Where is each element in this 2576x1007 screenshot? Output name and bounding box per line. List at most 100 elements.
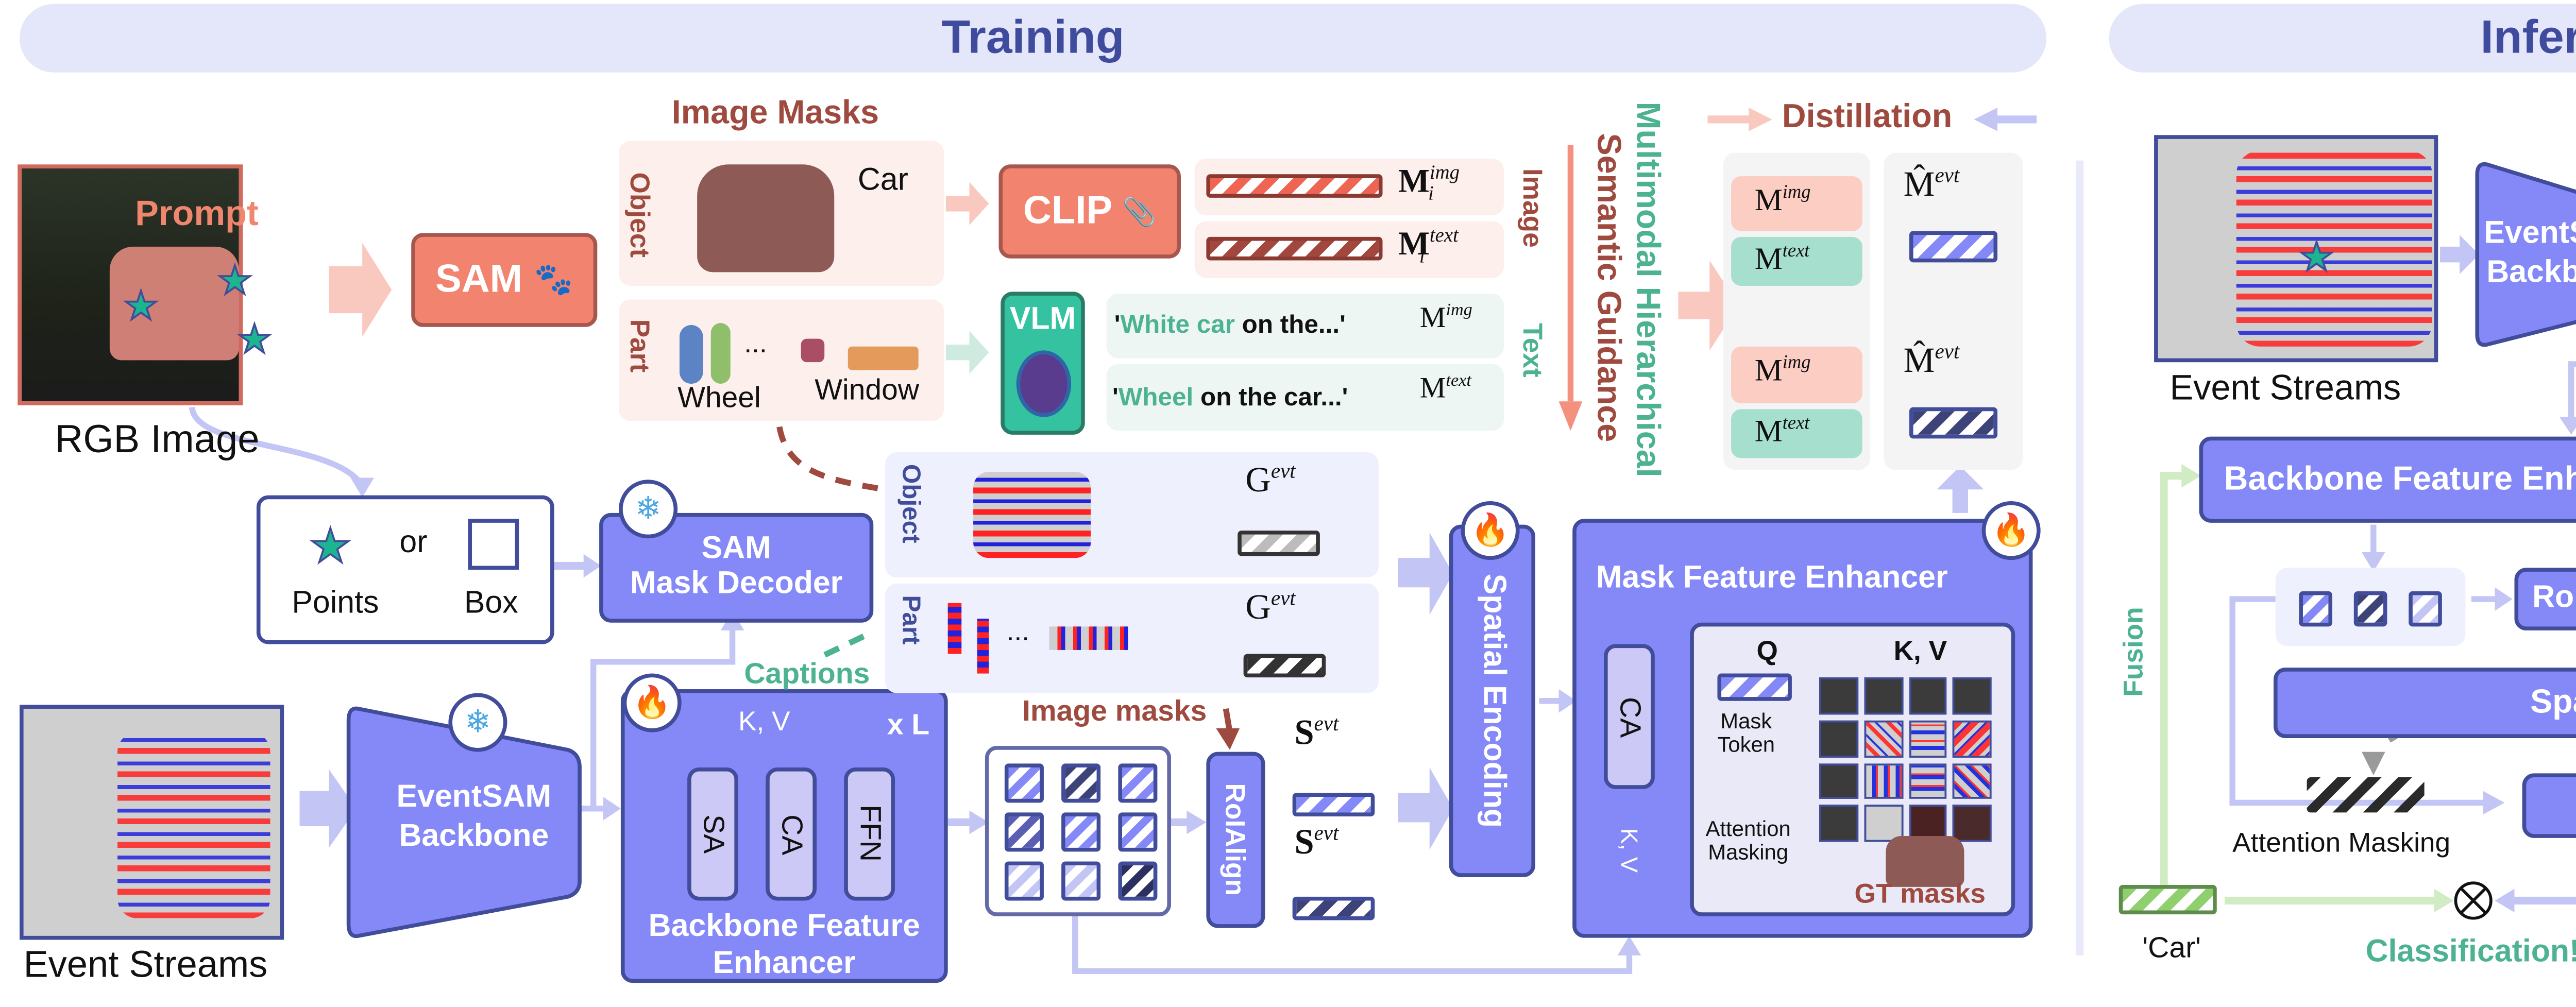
snowflake-icon: ❄ [619, 480, 678, 539]
m-text-i-row: Mtexti [1194, 221, 1504, 278]
event-wheel-mask-2 [977, 619, 989, 674]
inf-arrow-bfe-to-grid-head [2362, 552, 2385, 572]
feature-grid [985, 746, 1171, 916]
kv-cell-masked [1819, 805, 1858, 842]
rgb-image-label: RGB Image [55, 419, 260, 463]
inf-eventsam-backbone-shape [2475, 162, 2576, 347]
inf-attention-dashed-head [2362, 752, 2385, 776]
gt-car-mask [1886, 836, 1964, 887]
bfe-kv-label: K, V [738, 705, 790, 737]
vlm-box: VLM [1001, 292, 1085, 435]
mfe-label: Mask Feature Enhancer [1596, 561, 1948, 595]
arrow-grid-to-roialign-head [1187, 810, 1207, 834]
grid-cell [1061, 763, 1101, 803]
bfe-repeat-label: x L [887, 708, 930, 742]
grid-cell [1118, 861, 1158, 901]
m-text-i: Mtexti [1398, 225, 1459, 269]
grid-cell [1061, 861, 1101, 901]
bfe-ca-block: CA [766, 767, 817, 901]
event-object-panel: Object Gevt [885, 452, 1379, 578]
training-header: Training [20, 4, 2047, 73]
or-label: or [399, 526, 428, 560]
m-text-i-chip: Mtext [1731, 236, 1862, 286]
event-part-label: Part [896, 595, 926, 645]
paperclip-icon: 📎 [1122, 195, 1157, 227]
arrow-grid-to-mfe [1072, 916, 1633, 974]
grid-cell [1118, 812, 1158, 852]
inf-roialign-box: RoIAlign [2514, 568, 2576, 630]
grid-cell [1004, 861, 1044, 901]
vlm-label: VLM [1009, 303, 1076, 337]
clip-box: CLIP 📎 [998, 164, 1181, 259]
m-img-p-chip: Mimg [1731, 346, 1862, 404]
m-evt-i: M̂evt [1903, 164, 1960, 204]
openai-logo-icon [1015, 350, 1071, 417]
attention-mask-token [2307, 777, 2425, 813]
s-evt-i-token [1292, 793, 1375, 817]
dashed-image-masks-link [776, 426, 886, 492]
wheel-label: Wheel [677, 382, 761, 415]
fire-icon: 🔥 [1461, 501, 1520, 560]
part-masks-panel: Part ... Wheel Window [619, 299, 944, 421]
inf-grid-cell [2299, 591, 2332, 627]
inf-bfe-label: Backbone Feature Enhancer [2224, 460, 2576, 498]
arrow-bfe-to-grid-head [969, 810, 989, 834]
inf-arrow-fusion-head [2181, 464, 2201, 488]
event-wheel-mask [947, 603, 962, 654]
inf-spatial-encoding-box: Spatial Encoding [2273, 668, 2576, 738]
inf-feature-tokens [2275, 568, 2466, 646]
distill-teacher-panel: Mimg Mtext Mimg Mtext [1723, 152, 1870, 470]
sam-decoder-label-2: Mask Decoder [630, 568, 843, 601]
paw-icon: 🐾 [534, 264, 573, 298]
inf-mfe-box: Mask Feature Enhancer [2522, 773, 2576, 838]
kv-cell-active [1863, 762, 1903, 799]
kv-cell-masked [1908, 677, 1947, 714]
wheel-mask-blue [679, 325, 703, 384]
inference-header: Inference [2109, 4, 2576, 73]
caption-object: 'White car on the...' [1114, 309, 1346, 339]
roialign-box: RoIAlign [1206, 752, 1265, 928]
m-img-i: Mimgi [1398, 162, 1460, 207]
inf-event-streams-label: Event Streams [2170, 368, 2401, 407]
grid-cell [1004, 763, 1044, 803]
g-evt-i: Gevt [1245, 460, 1296, 500]
box-label: Box [464, 587, 518, 621]
star-prompt-icon: ★ [2298, 236, 2335, 281]
g-evt-p-token [1243, 654, 1326, 678]
arrow-g-to-spatial [1398, 532, 1453, 615]
inf-event-streams-image: ★ [2154, 135, 2438, 363]
fusion-label: Fusion [2116, 607, 2148, 697]
inf-spatial-encoding-label: Spatial Encoding [2530, 683, 2576, 721]
car-label: Car [857, 164, 908, 198]
inf-roialign-label: RoIAlign [2532, 581, 2576, 615]
inf-arrow-event-to-backbone [2440, 235, 2480, 275]
inf-arrow-backbone-to-bfe-head [2559, 417, 2576, 435]
event-car-pattern [117, 732, 270, 918]
inf-arrow-feature-to-otimes-head [2495, 889, 2515, 913]
points-star-icon: ★ [309, 520, 352, 574]
arrow-rgb-to-sam [329, 243, 392, 337]
inf-grid-cell [2409, 591, 2442, 627]
inf-arrow-car-to-otimes-head [2434, 889, 2454, 913]
car-text-token [2119, 885, 2217, 915]
star-icon: ★ [236, 318, 273, 363]
inf-arrow-backbone-to-bfe [2568, 361, 2576, 421]
kv-cell-active [1908, 762, 1947, 799]
s-evt-p-token [1292, 896, 1375, 920]
dashed-captions-link [817, 634, 865, 661]
arrow-image-to-text-head [1558, 401, 1583, 431]
inf-grid-cell [2353, 591, 2387, 627]
arrow-backbone-to-bfe-head [603, 797, 621, 821]
inf-attention-masking-label: Attention Masking [2232, 826, 2451, 858]
image-masks-label: Image masks [1022, 695, 1207, 728]
image-axis-label: Image [1517, 168, 1549, 248]
kv-cell-active [1863, 805, 1903, 842]
event-streams-image [20, 705, 284, 940]
kv-cell-active [1863, 720, 1903, 757]
mask-token-q [1717, 673, 1792, 701]
inf-arrow-grid-to-mfe-head [2483, 791, 2505, 815]
